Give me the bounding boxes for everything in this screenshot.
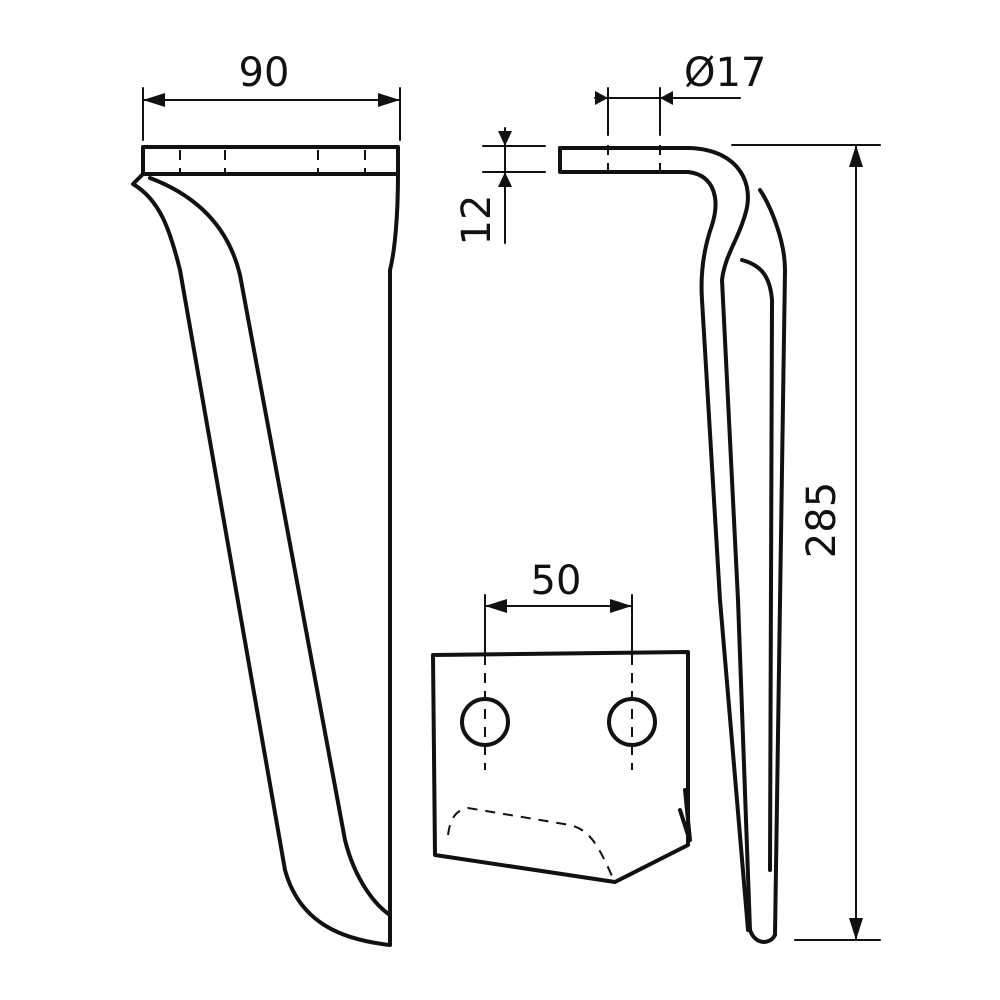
plate-detail-edge-shading <box>678 788 692 842</box>
front-view: 90 <box>131 50 401 947</box>
plate-detail-hole-centerlines <box>484 655 633 770</box>
dimension-hole-diameter: Ø17 <box>594 50 766 136</box>
front-view-blade-bevel <box>148 176 392 917</box>
side-view-hole-centerlines <box>607 145 661 175</box>
plate-detail-view: 50 <box>431 558 692 884</box>
dimension-hole-spacing: 50 <box>484 558 633 656</box>
front-view-mounting-plate <box>141 145 400 176</box>
front-view-blade-outline <box>131 172 400 947</box>
front-view-plate-hole-marks <box>179 150 366 172</box>
side-view: Ø17 12 285 <box>454 50 881 944</box>
dimension-width-90: 90 <box>142 50 401 141</box>
dimension-hole-spacing-label: 50 <box>531 558 582 604</box>
plate-detail-outline <box>431 650 690 884</box>
side-view-back-edge <box>740 258 774 872</box>
side-view-outer-profile <box>558 146 787 944</box>
plate-detail-hole-left <box>460 697 510 747</box>
dimension-hole-diameter-label: Ø17 <box>684 50 766 96</box>
dimension-height-label: 285 <box>799 482 845 558</box>
dimension-thickness: 12 <box>454 127 546 246</box>
dimension-height: 285 <box>731 144 881 941</box>
side-view-inner-profile <box>558 146 750 932</box>
plate-detail-hidden-edge <box>447 806 613 877</box>
dimension-width-90-label: 90 <box>239 50 290 96</box>
dimension-thickness-label: 12 <box>454 195 500 246</box>
plate-detail-hole-right <box>607 697 657 747</box>
